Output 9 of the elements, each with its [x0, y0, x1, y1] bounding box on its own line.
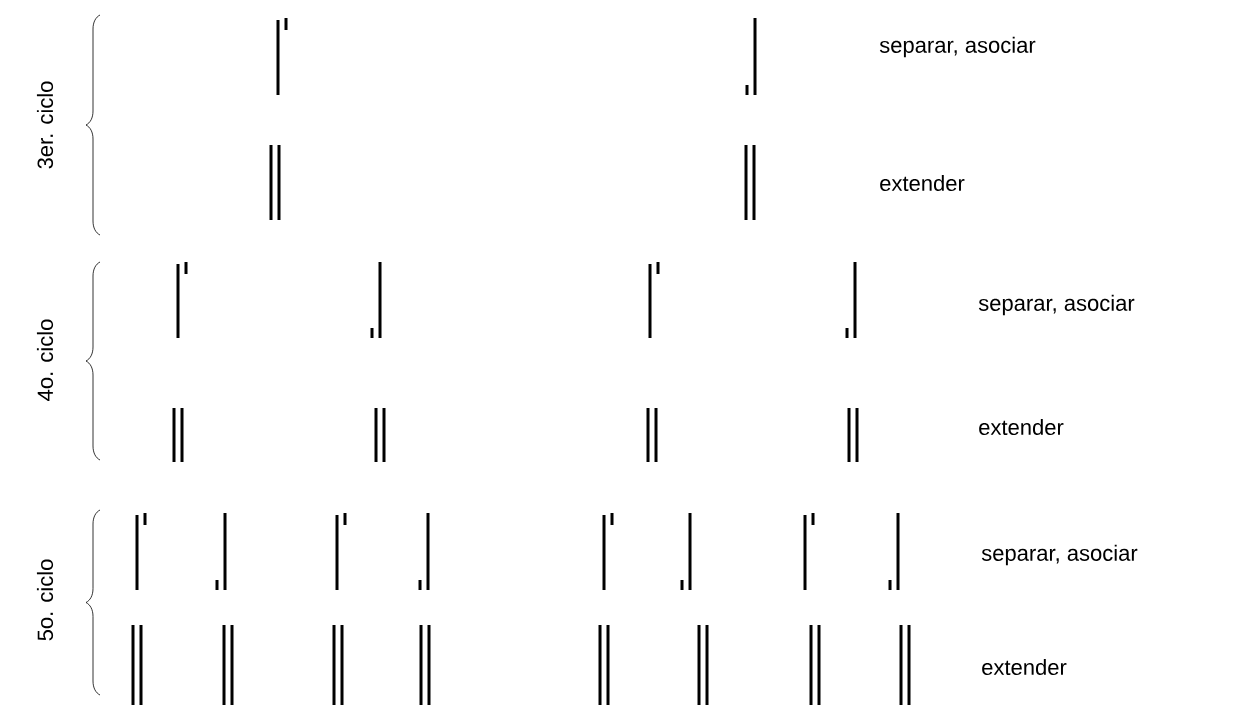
row-label: extender	[982, 658, 1067, 676]
cycle-label: 4o. ciclo	[36, 319, 54, 401]
cycle-label: 3er. ciclo	[36, 81, 54, 169]
cycle-label: 5o. ciclo	[36, 559, 54, 641]
row-label: separar, asociar	[879, 36, 1036, 58]
row-label: separar, asociar	[978, 294, 1135, 316]
row-label: extender	[880, 174, 965, 192]
row-label: extender	[979, 418, 1064, 436]
row-label: separar, asociar	[981, 544, 1138, 566]
